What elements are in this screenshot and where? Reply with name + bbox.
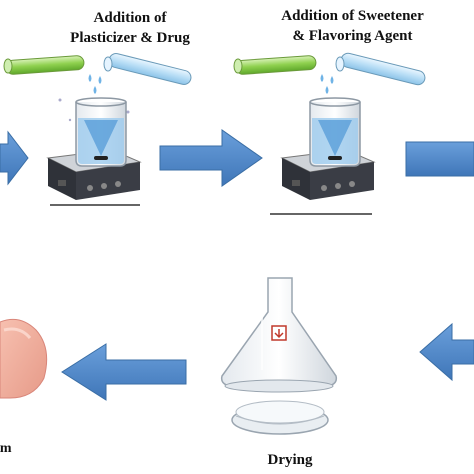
test-tube-icon <box>233 55 317 75</box>
flow-arrow-icon <box>0 130 29 186</box>
drops <box>58 74 130 122</box>
flow-arrow-icon <box>61 343 187 401</box>
flow-arrow-icon <box>419 322 474 382</box>
petri-dish-icon <box>231 400 329 435</box>
step2-line1: Addition of Sweetener <box>281 8 424 24</box>
beaker-icon <box>75 97 127 167</box>
film-piece <box>0 318 48 399</box>
step1-line1: Addition of <box>93 10 167 26</box>
funnel-icon <box>220 277 338 393</box>
station-2 <box>233 52 426 215</box>
flow-arrow-icon <box>405 141 474 177</box>
step-label-drying: Drying <box>267 452 313 468</box>
step-label-film-fragment: lm <box>0 441 12 456</box>
step-label-sweetener-flavoring: Addition of Sweetener & Flavoring Agent <box>240 6 465 46</box>
test-tube-icon <box>3 55 85 75</box>
test-tube-icon <box>103 53 192 85</box>
step1-line2: Plasticizer & Drug <box>70 30 190 46</box>
station-1 <box>3 53 192 206</box>
step-label-plasticizer-drug: Addition of Plasticizer & Drug <box>20 8 240 48</box>
step2-line2: & Flavoring Agent <box>292 28 413 44</box>
drops <box>320 74 334 94</box>
beaker-icon <box>309 97 361 167</box>
test-tube-icon <box>335 52 426 86</box>
flow-arrow-icon <box>159 129 263 187</box>
